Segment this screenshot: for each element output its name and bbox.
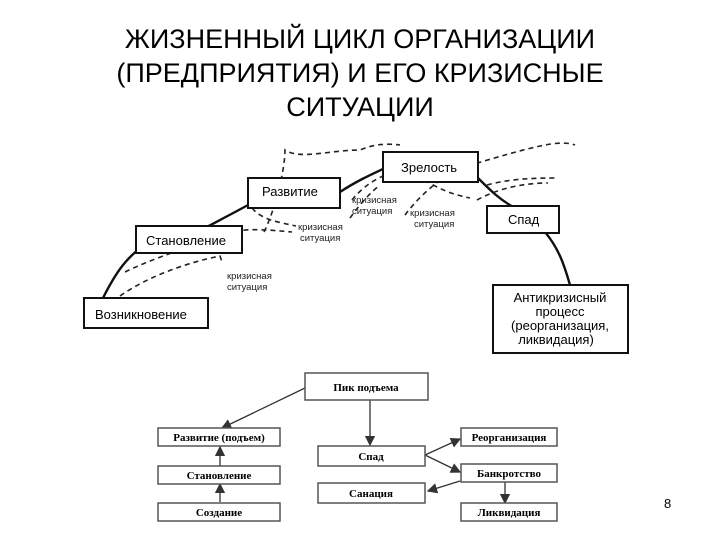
anticrisis-line-3: (реорганизация, bbox=[511, 318, 609, 333]
svg-text:ситуация: ситуация bbox=[414, 219, 454, 230]
svg-text:ситуация: ситуация bbox=[300, 233, 340, 244]
slide-title: ЖИЗНЕННЫЙ ЦИКЛ ОРГАНИЗАЦИИ (ПРЕДПРИЯТИЯ)… bbox=[0, 22, 720, 124]
svg-text:Становление: Становление bbox=[187, 470, 252, 482]
anticrisis-line-4: ликвидация) bbox=[518, 332, 594, 347]
box-emergence: Возникновение bbox=[83, 297, 209, 329]
crisis-dashed-paths bbox=[119, 142, 576, 297]
svg-text:кризисная: кризисная bbox=[352, 195, 397, 206]
box-anticrisis: Антикризисный процесс (реорганизация, ли… bbox=[492, 284, 629, 354]
lower-box-peak: Пик подъема bbox=[304, 372, 429, 401]
svg-text:Развитие (подъем): Развитие (подъем) bbox=[173, 432, 265, 444]
development-label: Развитие bbox=[262, 184, 318, 199]
svg-text:Реорганизация: Реорганизация bbox=[472, 432, 547, 444]
crisis-label-3: кризисная ситуация bbox=[298, 222, 343, 244]
lower-box-bankruptcy: Банкротство bbox=[460, 463, 558, 483]
svg-text:Ликвидация: Ликвидация bbox=[478, 507, 541, 519]
lower-box-sanation: Санация bbox=[317, 482, 426, 504]
anticrisis-line-1: Антикризисный bbox=[514, 290, 607, 305]
svg-text:Санация: Санация bbox=[349, 488, 393, 500]
svg-text:кризисная: кризисная bbox=[298, 222, 343, 233]
svg-text:ситуация: ситуация bbox=[227, 282, 267, 293]
title-line-1: ЖИЗНЕННЫЙ ЦИКЛ ОРГАНИЗАЦИИ bbox=[124, 24, 596, 54]
lower-box-decline: Спад bbox=[317, 445, 426, 467]
crisis-label-1: кризисная ситуация bbox=[352, 195, 397, 217]
maturity-label: Зрелость bbox=[401, 160, 457, 175]
lower-box-formation: Становление bbox=[157, 465, 281, 485]
svg-text:Спад: Спад bbox=[358, 451, 384, 463]
box-maturity: Зрелость bbox=[382, 151, 479, 183]
crisis-label-2: кризисная ситуация bbox=[410, 208, 455, 230]
emergence-label: Возникновение bbox=[95, 307, 187, 322]
box-formation: Становление bbox=[135, 225, 243, 254]
lower-connectors bbox=[214, 387, 511, 505]
svg-text:кризисная: кризисная bbox=[410, 208, 455, 219]
svg-text:Создание: Создание bbox=[196, 507, 242, 519]
title-line-2: (ПРЕДПРИЯТИЯ) И ЕГО КРИЗИСНЫЕ bbox=[116, 58, 604, 88]
page-number: 8 bbox=[664, 496, 672, 511]
svg-text:Пик подъема: Пик подъема bbox=[333, 382, 399, 394]
decline-label: Спад bbox=[508, 212, 540, 227]
title-line-3: СИТУАЦИИ bbox=[286, 92, 434, 122]
lower-box-reorganization: Реорганизация bbox=[460, 427, 558, 447]
formation-label: Становление bbox=[146, 233, 226, 248]
box-decline: Спад bbox=[486, 205, 560, 234]
svg-text:ситуация: ситуация bbox=[352, 206, 392, 217]
svg-text:Банкротство: Банкротство bbox=[477, 468, 542, 480]
crisis-label-4: кризисная ситуация bbox=[227, 271, 272, 293]
svg-text:кризисная: кризисная bbox=[227, 271, 272, 282]
box-development: Развитие bbox=[247, 177, 341, 209]
lower-box-creation: Создание bbox=[157, 502, 281, 522]
lifecycle-curve bbox=[101, 166, 572, 299]
lower-box-liquidation: Ликвидация bbox=[460, 502, 558, 522]
lower-box-rise: Развитие (подъем) bbox=[157, 427, 281, 447]
anticrisis-line-2: процесс bbox=[535, 304, 585, 319]
